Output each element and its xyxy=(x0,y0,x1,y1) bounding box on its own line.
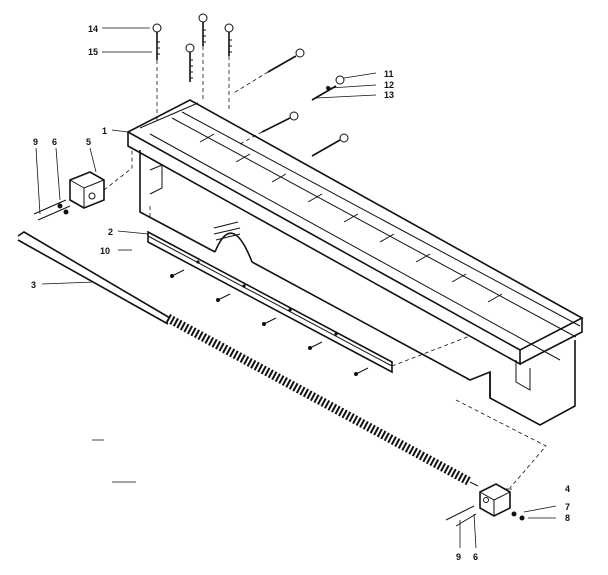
rack xyxy=(147,230,393,374)
callout-9-right: 9 xyxy=(456,552,461,562)
callout-10: 10 xyxy=(100,246,110,256)
side-bolts xyxy=(231,48,349,157)
callout-8: 8 xyxy=(565,513,570,523)
callouts: 1 2 3 4 5 6 6 7 8 9 9 10 11 12 13 14 15 xyxy=(31,24,570,562)
callout-11: 11 xyxy=(384,69,394,79)
leader-lines xyxy=(35,27,557,549)
callout-3: 3 xyxy=(31,280,36,290)
right-fasteners xyxy=(445,505,525,527)
assembly-lines xyxy=(103,150,547,489)
callout-14: 14 xyxy=(88,24,98,34)
callout-7: 7 xyxy=(565,502,570,512)
callout-13: 13 xyxy=(384,90,394,100)
callout-5: 5 xyxy=(86,137,91,147)
callout-2: 2 xyxy=(108,227,113,237)
callout-4: 4 xyxy=(565,484,570,494)
lathe-bed xyxy=(126,99,584,426)
callout-12: 12 xyxy=(384,80,394,90)
top-bolts xyxy=(152,13,234,122)
rack-screws xyxy=(170,269,369,376)
left-fasteners xyxy=(33,199,71,221)
callout-6-right: 6 xyxy=(473,552,478,562)
callout-1: 1 xyxy=(102,126,107,136)
left-bracket xyxy=(69,171,105,209)
callout-15: 15 xyxy=(88,47,98,57)
right-bracket xyxy=(479,483,511,517)
lead-screw xyxy=(17,231,479,487)
callout-6-left: 6 xyxy=(52,137,57,147)
callout-9-left: 9 xyxy=(33,137,38,147)
